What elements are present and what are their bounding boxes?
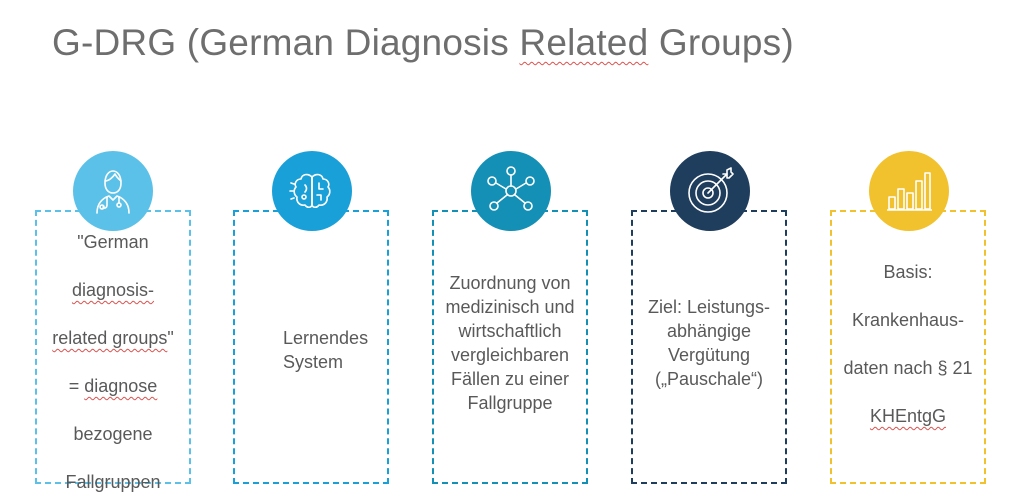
target-icon	[688, 167, 734, 213]
card-text-line: "German	[77, 232, 149, 252]
card-text-line: "	[167, 328, 174, 348]
card-text-line: Basis:	[883, 262, 933, 282]
bar-chart-icon-circle	[869, 151, 949, 231]
card-assignment: Zuordnung von medizinisch und wirtschaft…	[432, 210, 588, 484]
doctor-icon	[96, 170, 130, 214]
title-prefix: G-DRG (German Diagnosis	[52, 22, 520, 63]
card-basis: Basis: Krankenhaus- daten nach § 21 KHEn…	[830, 210, 986, 484]
target-icon-circle	[670, 151, 750, 231]
card-text-line: =	[68, 376, 85, 396]
page-title: G-DRG (German Diagnosis Related Groups)	[52, 22, 794, 64]
network-icon-circle	[471, 151, 551, 231]
network-icon	[487, 166, 535, 211]
card-text-line: bezogene	[73, 424, 153, 444]
card-text: Zuordnung von medizinisch und wirtschaft…	[445, 273, 575, 413]
card-text-line: Krankenhaus-	[851, 310, 965, 330]
brain-icon-circle	[272, 151, 352, 231]
doctor-icon-circle	[73, 151, 153, 231]
title-suffix: Groups)	[648, 22, 794, 63]
bar-chart-icon	[887, 172, 932, 211]
card-text-line: diagnosis-	[71, 280, 155, 300]
card-text-line: Fallgruppen	[65, 472, 161, 492]
card-text: Lernendes System	[283, 328, 369, 372]
card-learning-system: Lernendes System	[233, 210, 389, 484]
brain-icon	[289, 173, 331, 209]
title-flagged-word: Related	[519, 22, 649, 63]
card-text: Ziel: Leistungs-abhängige Vergütung („Pa…	[647, 297, 771, 389]
card-text: "German diagnosis- related groups" = dia…	[37, 200, 189, 494]
card-german-drg: "German diagnosis- related groups" = dia…	[35, 210, 191, 492]
card-text-line: diagnose	[84, 376, 158, 396]
card-text-line: daten nach § 21	[843, 358, 973, 378]
card-goal: Ziel: Leistungs-abhängige Vergütung („Pa…	[631, 210, 787, 484]
card-text-line: related groups	[52, 328, 168, 348]
card-text: Basis: Krankenhaus- daten nach § 21 KHEn…	[832, 236, 984, 458]
card-text-line: KHEntgG	[869, 406, 947, 426]
